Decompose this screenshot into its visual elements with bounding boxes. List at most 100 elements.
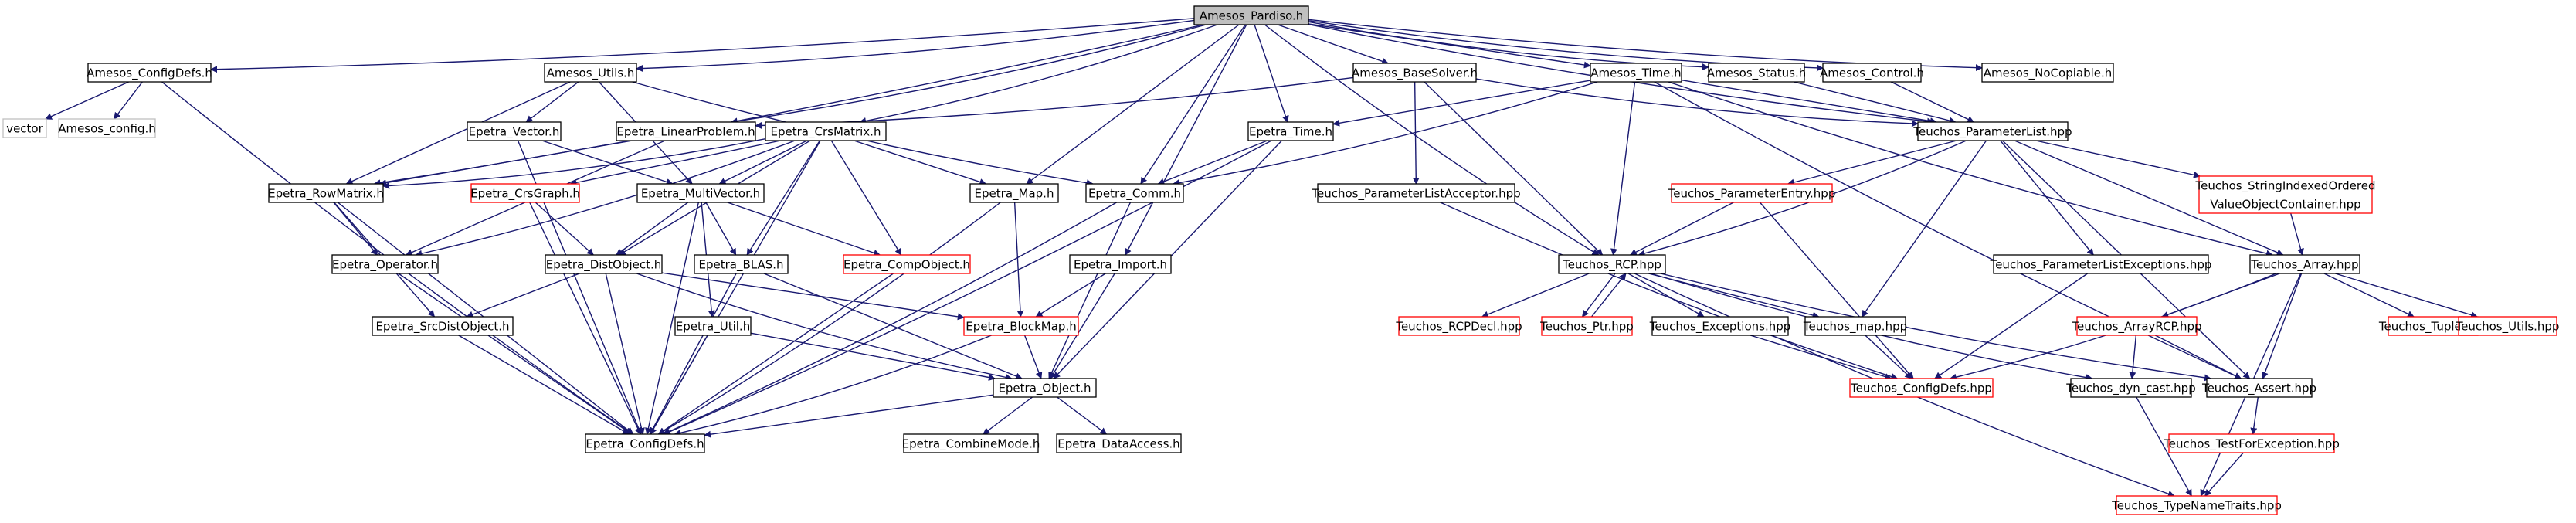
node-label: Teuchos_map.hpp xyxy=(1803,320,1907,335)
node-amesos-time[interactable]: Amesos_Time.h xyxy=(1590,63,1682,83)
node-epetra-srcdistobject[interactable]: Epetra_SrcDistObject.h xyxy=(372,316,514,336)
node-epetra-blas[interactable]: Epetra_BLAS.h xyxy=(694,254,789,274)
node-epetra-util[interactable]: Epetra_Util.h xyxy=(674,316,752,336)
node-label: Epetra_Comm.h xyxy=(1088,187,1181,202)
edge-teuchos-arrayrcp-to-teuchos-dyn-cast xyxy=(2129,335,2137,379)
node-amesos-config[interactable]: Amesos_config.h xyxy=(58,118,156,138)
edge-teuchos-array-to-teuchos-utils xyxy=(2335,273,2478,318)
node-teuchos-testforexception[interactable]: Teuchos_TestForException.hpp xyxy=(2163,433,2340,453)
node-box xyxy=(1541,316,1633,336)
edge-amesos-configdefs-to-vector xyxy=(45,81,129,120)
edge-teuchos-parameterlistacceptor-to-teuchos-configdefs xyxy=(1440,202,1899,380)
node-epetra-dataaccess[interactable]: Epetra_DataAccess.h xyxy=(1056,433,1182,453)
node-box xyxy=(674,316,752,336)
node-box xyxy=(1917,121,2069,141)
edge-amesos-pardiso-to-amesos-utils xyxy=(636,19,1195,73)
edge-teuchos-parameterlistexceptions-to-teuchos-configdefs xyxy=(1934,273,2088,379)
node-teuchos-arrayrcp[interactable]: Teuchos_ArrayRCP.hpp xyxy=(2071,316,2202,336)
node-epetra-combinemode[interactable]: Epetra_CombineMode.h xyxy=(902,433,1040,453)
node-amesos-configdefs[interactable]: Amesos_ConfigDefs.h xyxy=(87,63,212,83)
node-teuchos-stringindexed[interactable]: Teuchos_StringIndexedOrderedValueObjectC… xyxy=(2195,175,2376,214)
edge-amesos-pardiso-to-epetra-crsmatrix xyxy=(859,24,1218,124)
node-label: Epetra_BlockMap.h xyxy=(966,320,1076,335)
edge-epetra-distobject-to-epetra-object xyxy=(636,273,1013,381)
edge-amesos-pardiso-to-teuchos-rcp xyxy=(1264,24,1600,256)
edge-epetra-crsmatrix-to-epetra-blas xyxy=(746,140,820,256)
node-epetra-object[interactable]: Epetra_Object.h xyxy=(993,378,1097,398)
node-epetra-multivector[interactable]: Epetra_MultiVector.h xyxy=(636,183,765,203)
node-amesos-control[interactable]: Amesos_Control.h xyxy=(1820,63,1924,83)
node-box xyxy=(1558,254,1666,274)
edge-epetra-linearproblem-to-epetra-rowmatrix xyxy=(379,140,633,187)
edge-amesos-utils-to-epetra-rowmatrix xyxy=(345,81,571,185)
node-box xyxy=(2458,316,2557,336)
edge-epetra-blockmap-to-epetra-object xyxy=(1023,335,1043,379)
node-epetra-crsgraph[interactable]: Epetra_CrsGraph.h xyxy=(470,183,580,203)
node-box xyxy=(1590,63,1682,83)
node-label: Epetra_BLAS.h xyxy=(698,258,783,273)
edge-epetra-multivector-to-epetra-configdefs xyxy=(645,202,700,435)
edge-teuchos-parameterlist-to-teuchos-parameterentry xyxy=(1787,140,1957,186)
node-teuchos-dyn-cast[interactable]: Teuchos_dyn_cast.hpp xyxy=(2065,378,2196,398)
node-epetra-rowmatrix[interactable]: Epetra_RowMatrix.h xyxy=(268,183,384,203)
node-epetra-compobject[interactable]: Epetra_CompObject.h xyxy=(843,254,971,274)
edge-teuchos-ptr-to-teuchos-rcp xyxy=(1590,273,1627,318)
node-teuchos-assert[interactable]: Teuchos_Assert.hpp xyxy=(2201,378,2316,398)
node-teuchos-parameterentry[interactable]: Teuchos_ParameterEntry.hpp xyxy=(1668,183,1836,203)
edge-amesos-pardiso-to-epetra-map xyxy=(1026,24,1240,185)
node-teuchos-parameterlistexceptions[interactable]: Teuchos_ParameterListExceptions.hpp xyxy=(1990,254,2212,274)
edge-amesos-time-to-epetra-time xyxy=(1332,80,1591,127)
edge-epetra-comm-to-epetra-object xyxy=(1048,202,1132,379)
node-vector[interactable]: vector xyxy=(2,118,47,138)
edge-epetra-blockmap-to-epetra-configdefs xyxy=(674,335,992,436)
node-label: Teuchos_Utils.hpp xyxy=(2456,320,2560,335)
edge-teuchos-rcp-to-teuchos-rcpdecl xyxy=(1481,273,1590,318)
node-teuchos-parameterlistacceptor[interactable]: Teuchos_ParameterListAcceptor.hpp xyxy=(1311,183,1521,203)
node-epetra-blockmap[interactable]: Epetra_BlockMap.h xyxy=(963,316,1079,336)
node-box xyxy=(993,378,1097,398)
node-box xyxy=(2249,254,2360,274)
node-box xyxy=(1981,63,2114,83)
node-teuchos-ptr[interactable]: Teuchos_Ptr.hpp xyxy=(1539,316,1634,336)
node-epetra-comm[interactable]: Epetra_Comm.h xyxy=(1085,183,1184,203)
node-epetra-linearproblem[interactable]: Epetra_LinearProblem.h xyxy=(616,121,756,141)
node-teuchos-rcpdecl[interactable]: Teuchos_RCPDecl.hpp xyxy=(1395,316,1522,336)
node-box xyxy=(87,63,212,83)
node-epetra-crsmatrix[interactable]: Epetra_CrsMatrix.h xyxy=(765,121,887,141)
edge-amesos-time-to-epetra-comm xyxy=(1173,81,1598,187)
node-amesos-pardiso[interactable]: Amesos_Pardiso.h xyxy=(1193,5,1309,25)
node-amesos-basesolver[interactable]: Amesos_BaseSolver.h xyxy=(1352,63,1478,83)
edge-teuchos-arrayrcp-to-teuchos-assert xyxy=(2154,335,2242,379)
edge-teuchos-rcp-to-teuchos-exceptions xyxy=(1627,273,1705,318)
node-teuchos-array[interactable]: Teuchos_Array.hpp xyxy=(2249,254,2360,274)
edge-epetra-compobject-to-epetra-configdefs xyxy=(657,273,894,435)
node-label: Teuchos_RCP.hpp xyxy=(1562,258,1661,273)
node-epetra-operator[interactable]: Epetra_Operator.h xyxy=(331,254,439,274)
node-epetra-import[interactable]: Epetra_Import.h xyxy=(1069,254,1172,274)
node-teuchos-typenametraits[interactable]: Teuchos_TypeNameTraits.hpp xyxy=(2111,495,2282,515)
node-epetra-vector[interactable]: Epetra_Vector.h xyxy=(467,121,562,141)
node-epetra-map[interactable]: Epetra_Map.h xyxy=(969,183,1059,203)
edge-epetra-util-to-epetra-configdefs xyxy=(650,335,708,435)
node-teuchos-map[interactable]: Teuchos_map.hpp xyxy=(1803,316,1907,336)
node-teuchos-rcp[interactable]: Teuchos_RCP.hpp xyxy=(1558,254,1666,274)
node-label: Epetra_Time.h xyxy=(1249,125,1332,140)
edge-amesos-time-to-teuchos-assert xyxy=(1654,81,2242,379)
node-box xyxy=(1398,316,1520,336)
node-box xyxy=(765,121,887,141)
node-epetra-distobject[interactable]: Epetra_DistObject.h xyxy=(545,254,663,274)
edge-teuchos-parameterlist-to-teuchos-array xyxy=(2014,140,2284,256)
node-amesos-nocopiable[interactable]: Amesos_NoCopiable.h xyxy=(1981,63,2114,83)
node-epetra-time[interactable]: Epetra_Time.h xyxy=(1247,121,1334,141)
node-box xyxy=(1317,183,1515,203)
node-teuchos-exceptions[interactable]: Teuchos_Exceptions.hpp xyxy=(1649,316,1791,336)
node-teuchos-utils[interactable]: Teuchos_Utils.hpp xyxy=(2456,316,2560,336)
node-amesos-utils[interactable]: Amesos_Utils.h xyxy=(544,63,637,83)
node-teuchos-configdefs[interactable]: Teuchos_ConfigDefs.hpp xyxy=(1849,378,1994,398)
edge-amesos-basesolver-to-epetra-linearproblem xyxy=(755,76,1354,129)
node-teuchos-parameterlist[interactable]: Teuchos_ParameterList.hpp xyxy=(1912,121,2072,141)
node-amesos-status[interactable]: Amesos_Status.h xyxy=(1707,63,1806,83)
node-label: Teuchos_Exceptions.hpp xyxy=(1649,320,1791,335)
node-epetra-configdefs[interactable]: Epetra_ConfigDefs.h xyxy=(585,433,705,453)
edge-teuchos-parameterlist-to-teuchos-map xyxy=(1861,140,1987,318)
